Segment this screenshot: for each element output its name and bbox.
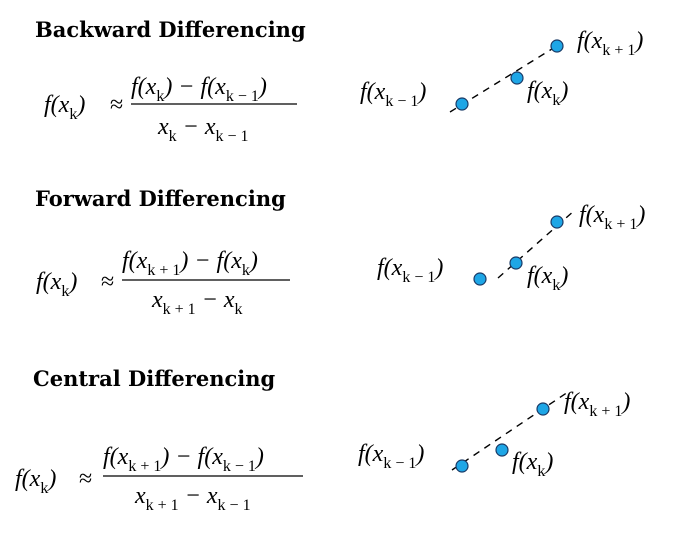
formula-numerator: f(xk + 1) − f(xk − 1) [103,444,264,475]
point-k-minus-1 [455,97,469,111]
point-k-plus-1 [536,402,550,416]
section-central: Central Differencing f(xk) ≈ f(xk + 1) −… [15,366,630,514]
points-plot: f(xk − 1) f(xk) f(xk + 1) [358,389,630,480]
point-k-plus-1 [550,39,564,53]
point-k [495,443,509,457]
formula-approx: ≈ [79,466,92,492]
point-label-k-plus-1: f(xk + 1) [579,202,645,233]
points-plot: f(xk − 1) f(xk) f(xk + 1) [377,202,645,294]
point-k-minus-1 [455,459,469,473]
formula-lhs: f(xk) [15,466,56,497]
formula-approx: ≈ [110,92,123,118]
section-backward: Backward Differencing f(xk) ≈ f(xk) − f(… [35,17,643,145]
formula-approx: ≈ [101,269,114,295]
point-k-plus-1 [550,215,564,229]
formula-numerator: f(xk + 1) − f(xk) [122,248,258,279]
point-k-minus-1 [473,272,487,286]
point-k [509,256,523,270]
formula-lhs: f(xk) [44,92,85,123]
point-label-k-minus-1: f(xk − 1) [377,255,443,286]
point-label-k-minus-1: f(xk − 1) [358,441,424,472]
formula-denominator: xk + 1 − xk − 1 [134,483,251,514]
section-forward: Forward Differencing f(xk) ≈ f(xk + 1) −… [35,186,645,318]
formula-lhs: f(xk) [36,269,77,300]
dashed-line [451,391,569,471]
dashed-line [449,43,561,113]
section-title: Forward Differencing [35,186,286,211]
point-label-k-minus-1: f(xk − 1) [360,79,426,110]
point-label-k: f(xk) [512,449,553,480]
point-label-k: f(xk) [527,263,568,294]
formula-denominator: xk + 1 − xk [151,287,243,318]
formula: f(xk) ≈ f(xk + 1) − f(xk) xk + 1 − xk [36,248,290,318]
points-plot: f(xk − 1) f(xk) f(xk + 1) [360,28,643,113]
formula-denominator: xk − xk − 1 [157,114,249,145]
section-title: Backward Differencing [35,17,306,42]
point-label-k: f(xk) [527,78,568,109]
formula: f(xk) ≈ f(xk) − f(xk − 1) xk − xk − 1 [44,74,297,145]
formula: f(xk) ≈ f(xk + 1) − f(xk − 1) xk + 1 − x… [15,444,303,514]
point-label-k-plus-1: f(xk + 1) [564,389,630,420]
formula-numerator: f(xk) − f(xk − 1) [131,74,267,105]
point-k [510,71,524,85]
section-title: Central Differencing [33,366,276,391]
point-label-k-plus-1: f(xk + 1) [577,28,643,59]
